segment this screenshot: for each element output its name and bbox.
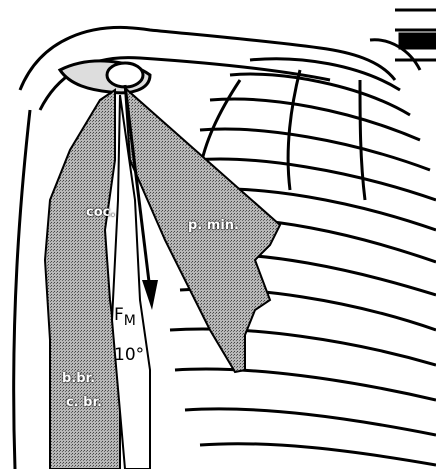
force-angle: 10° <box>114 347 144 364</box>
label-pectoralis-minor: p. min. <box>188 219 239 232</box>
label-coracobrachialis: c. br. <box>66 396 102 409</box>
label-biceps: b.br. <box>62 372 95 385</box>
scapula <box>60 61 150 93</box>
biceps-coracobrachialis-muscle <box>45 90 120 469</box>
force-subscript: M <box>124 313 136 329</box>
force-label: FM <box>114 307 136 324</box>
label-coracoid: coc. <box>86 206 115 219</box>
force-letter: F <box>114 305 124 325</box>
sternum <box>395 10 436 60</box>
